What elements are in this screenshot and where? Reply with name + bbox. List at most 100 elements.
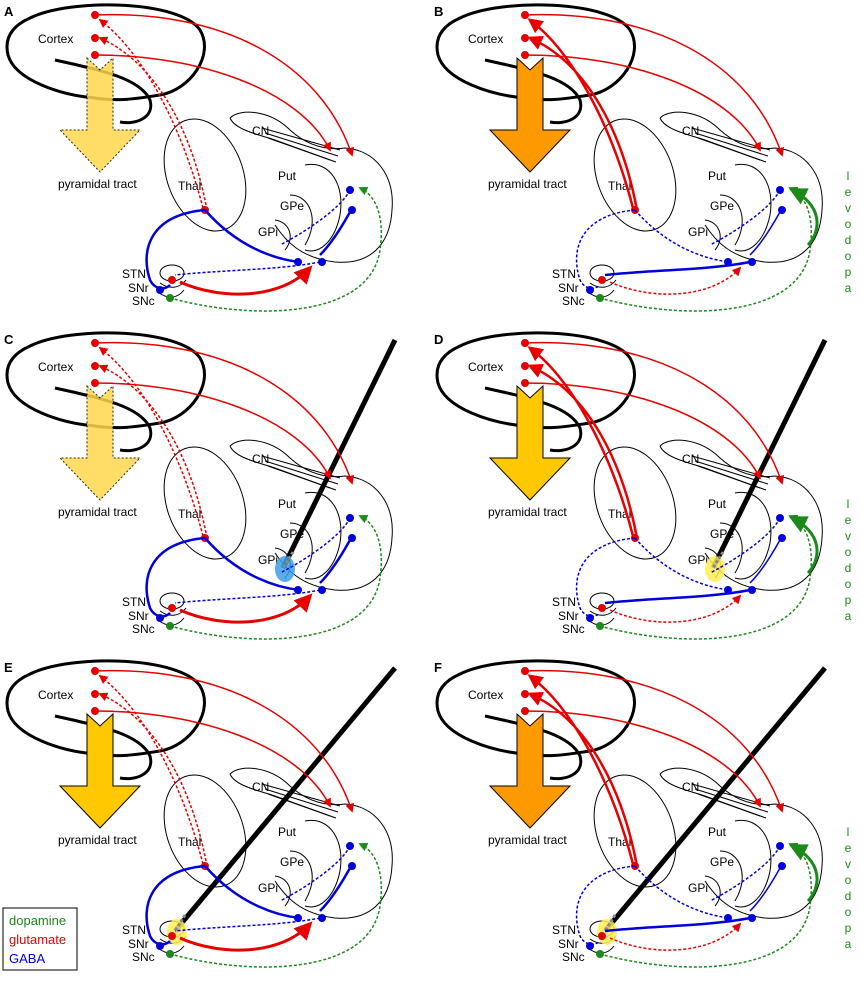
levodopa-letter: l [847,497,850,511]
gpe-label: GPe [710,855,734,869]
cortex-label: Cortex [38,688,73,702]
pyramidal-arrow [58,56,142,173]
levodopa-letter: v [845,201,851,215]
gpe-label: GPe [710,199,734,213]
levodopa-letter: a [845,281,852,295]
cortex-label: Cortex [468,688,503,702]
stn-gpi-glutamate [179,921,313,952]
snc-label: SNc [132,294,155,308]
stn-label: STN [552,595,576,609]
levodopa-dopamine [788,516,819,575]
stn-gpi-glutamate [609,594,742,623]
gpe-stn-gaba [174,917,321,932]
cn-label: CN [682,780,699,794]
levodopa-dopamine [788,188,819,247]
thal-cortex-projection [98,36,208,211]
pyramidal-label: pyramidal tract [488,177,567,191]
put-gpe-gaba [279,845,351,902]
gpi-label: GPi [258,553,278,567]
put-label: Put [708,497,727,511]
put-gpe-gaba [279,517,351,574]
pyramidal-label: pyramidal tract [58,505,137,519]
put-gpe-gaba [709,845,781,902]
striatum-outline [229,767,393,919]
striatum-outline [229,111,393,263]
gpi-label: GPi [258,225,278,239]
panel-letter: B [434,4,443,19]
pyramidal-arrow [488,384,572,501]
put-gpi-gaba [319,211,352,256]
legend-gaba: GABA [9,951,45,966]
snc-label: SNc [562,622,585,636]
snr-label: SNr [558,937,579,951]
cortex-put-projection [524,341,784,485]
gpi-label: GPi [258,881,278,895]
cn-label: CN [252,452,269,466]
snc-label: SNc [132,622,155,636]
snc-striatum-dopamine [599,514,812,640]
gpi-thal-gaba [145,536,206,618]
cortex-outline [5,331,206,430]
gpe-label: GPe [280,855,304,869]
cn-label: CN [682,452,699,466]
gpi-thal-gaba [575,209,636,290]
stn-gpi-glutamate [609,922,742,951]
levodopa-letter: e [845,841,852,855]
snr-label: SNr [128,281,149,295]
dbs-electrode [173,666,397,933]
pyramidal-label: pyramidal tract [488,833,567,847]
levodopa-letter: p [845,593,852,607]
cn-label: CN [682,124,699,138]
snr-label: SNr [558,281,579,295]
cortex-put-projection [524,669,784,813]
stimulation-field [275,556,295,582]
put-gpi-gaba [749,211,781,256]
thal-cortex-projection [527,691,639,867]
pyramidal-arrow [58,712,142,829]
cortex-put-projection [94,13,354,157]
panel-letter: E [4,660,13,675]
put-label: Put [278,497,297,511]
snc-label: SNc [562,950,585,964]
cortex-put-projection [524,13,784,157]
cortex-put-projection [94,669,354,813]
thal-cortex-projection [527,363,639,539]
striatum-outline [659,439,823,591]
gpe-label: GPe [280,199,304,213]
cortex-label: Cortex [468,32,503,46]
stn-label: STN [122,923,146,937]
gpi-thal-gaba [575,537,636,618]
cortex-label: Cortex [38,360,73,374]
snc-striatum-dopamine [169,842,382,968]
levodopa-letter: o [845,577,852,591]
put-gpe-gaba [279,189,351,246]
put-gpi-gaba [319,539,352,584]
legend: dopamine glutamate GABA [2,907,78,971]
panel-letter: A [4,4,14,19]
cortex-outline [435,659,636,758]
dbs-electrode [603,666,827,933]
levodopa-letter: o [845,249,852,263]
gpi-label: GPi [688,553,708,567]
levodopa-letter: o [845,873,852,887]
stn-gpi-glutamate [179,593,313,624]
levodopa-letter: o [845,217,852,231]
gpe-stn-gaba [604,916,751,933]
cortex-outline [435,3,636,102]
levodopa-letter: v [845,857,851,871]
snr-label: SNr [558,609,579,623]
cortex-label: Cortex [468,360,503,374]
pyramidal-label: pyramidal tract [58,833,137,847]
levodopa-letter: l [847,825,850,839]
panel-letter: D [434,332,443,347]
gpe-stn-gaba [604,588,751,605]
put-label: Put [278,825,297,839]
stn-label: STN [122,595,146,609]
gpe-stn-gaba [604,260,751,277]
cortex-outline [435,331,636,430]
legend-dopamine: dopamine [9,913,66,928]
